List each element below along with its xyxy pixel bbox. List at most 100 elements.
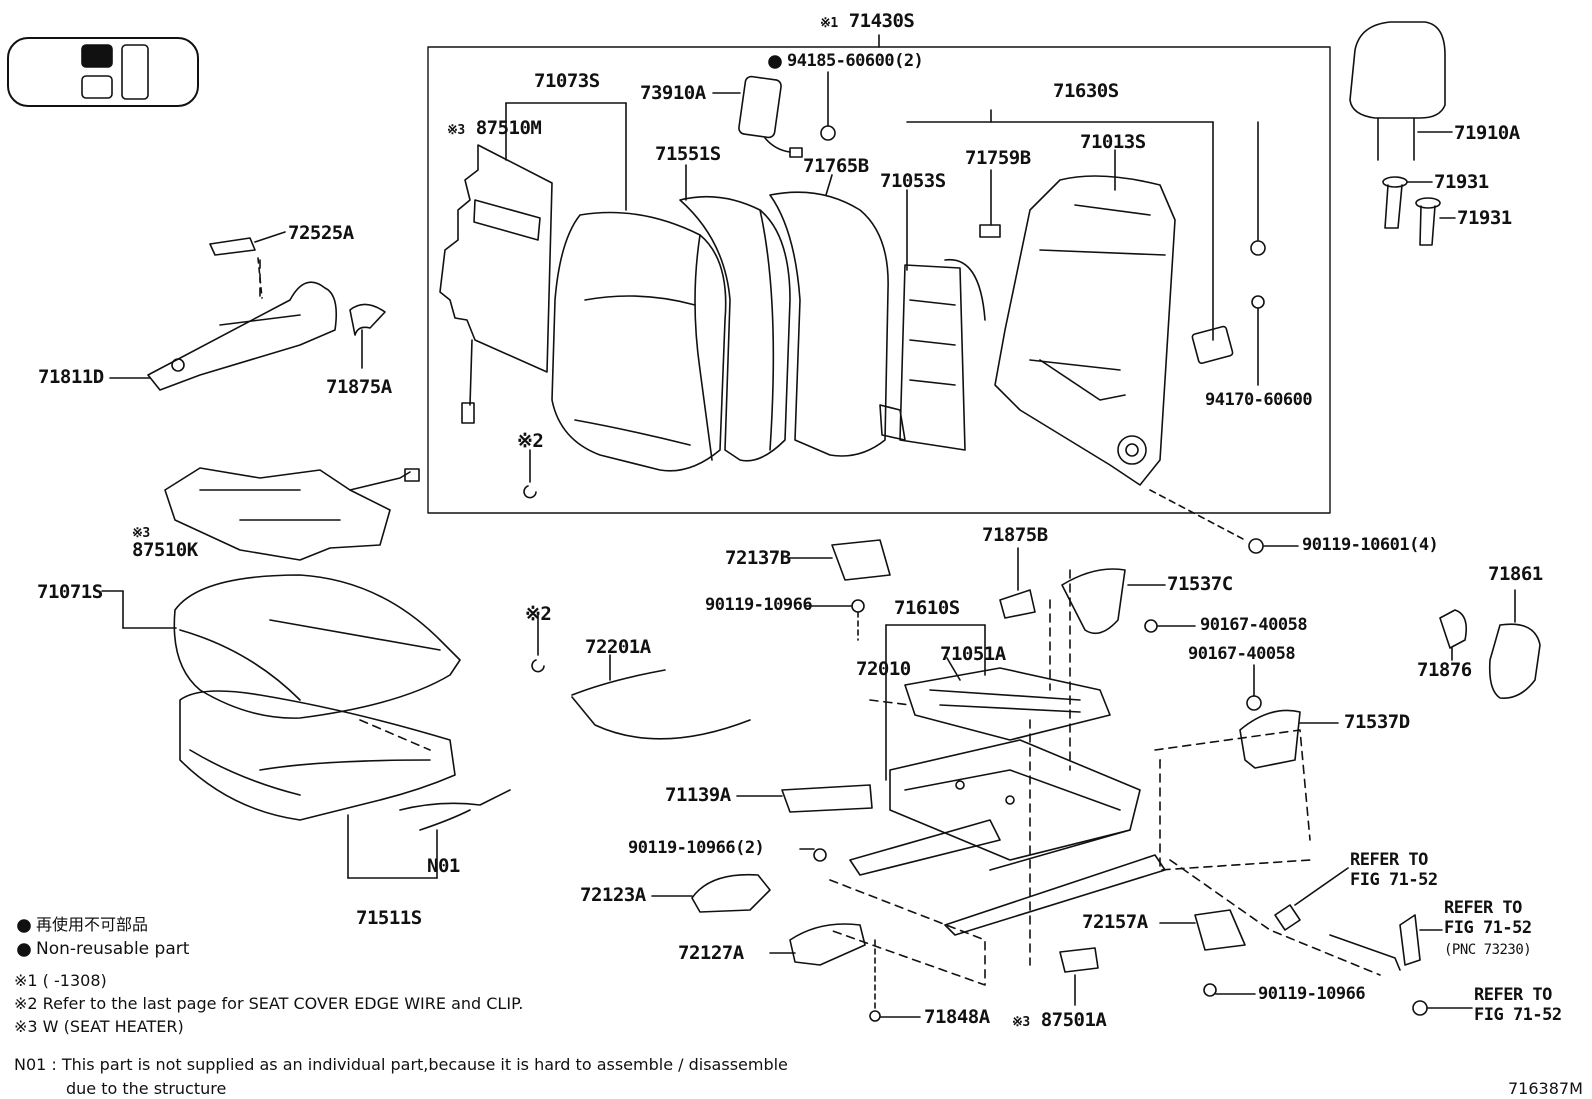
nut-90167-b: [1246, 695, 1262, 711]
side-airbag-module: [738, 75, 803, 158]
backrest-cover: [551, 211, 727, 472]
label-73910A: 73910A: [640, 82, 706, 104]
bolt-90119-10601: [1248, 538, 1264, 554]
nut-94185: [820, 125, 836, 141]
label-71875A: 71875A: [326, 376, 392, 398]
seat-shield-outer: [147, 281, 338, 391]
legend-note-2: ※2 Refer to the last page for SEAT COVER…: [14, 994, 524, 1013]
label-note2-a: ※2: [517, 430, 544, 452]
label-71051A: 71051A: [940, 643, 1006, 665]
backrest-heater-mat: [439, 144, 553, 424]
bolt-71848A: [869, 1010, 881, 1022]
legend-note-3: ※3 W (SEAT HEATER): [14, 1017, 184, 1036]
recliner-knob: [1488, 623, 1541, 699]
bolt-90119-10966-a: [851, 599, 865, 613]
label-94185-60600: 94185-60600(2): [787, 51, 924, 71]
backrest-frame: [994, 175, 1176, 486]
label-87510M: ※3 87510M: [447, 117, 542, 139]
label-72127A: 72127A: [678, 942, 744, 964]
label-71876: 71876: [1417, 659, 1472, 681]
label-71139A: 71139A: [665, 784, 731, 806]
bolt-90119-10966-b: [813, 848, 827, 862]
label-71430S: ※1 71430S: [820, 10, 915, 32]
label-N01: N01: [427, 855, 460, 877]
rail-cover-71139A: [781, 784, 873, 813]
label-72010: 72010: [856, 658, 911, 680]
seat-belt-buckle: [1329, 914, 1421, 971]
headrest: [1349, 21, 1446, 161]
label-71511S: 71511S: [356, 907, 422, 929]
label-71811D: 71811D: [38, 366, 104, 388]
backrest-pad: [679, 195, 791, 462]
cover-71537C: [1061, 568, 1126, 635]
clip-71759B: [979, 224, 1001, 238]
label-71537C: 71537C: [1167, 573, 1233, 595]
cover-72157A: [1194, 909, 1246, 951]
cushion-pad: [179, 690, 456, 821]
cover-72127A: [789, 923, 866, 966]
label-72137B: 72137B: [725, 547, 791, 569]
lever-knob: [209, 237, 256, 256]
label-90119-10966-2: 90119-10966(2): [628, 838, 765, 858]
label-90119-10966-c: 90119-10966: [1258, 984, 1366, 1004]
legend-note-1: ※1 ( -1308): [14, 971, 107, 990]
headrest-guide-1: [1382, 176, 1408, 229]
label-71759B: 71759B: [965, 147, 1031, 169]
label-note2-b: ※2: [525, 603, 552, 625]
label-71551S: 71551S: [655, 143, 721, 165]
label-71765B: 71765B: [803, 155, 869, 177]
clip-icon-1: [523, 485, 537, 499]
label-71537D: 71537D: [1344, 711, 1410, 733]
label-71013S: 71013S: [1080, 131, 1146, 153]
label-72525A: 72525A: [288, 222, 354, 244]
label-87501A: ※3 87501A: [1012, 1009, 1107, 1031]
label-72201A: 72201A: [585, 636, 651, 658]
label-71053S: 71053S: [880, 170, 946, 192]
nut-refer-3: [1412, 1000, 1428, 1016]
label-71630S: 71630S: [1053, 80, 1119, 102]
lumbar-support: [879, 258, 986, 451]
figure-number: 716387M: [1508, 1079, 1583, 1098]
label-90119-10601: 90119-10601(4): [1302, 535, 1439, 555]
label-90167-40058-a: 90167-40058: [1200, 615, 1308, 635]
legend-n01-line2: due to the structure: [66, 1079, 227, 1098]
label-94170-60600: 94170-60600: [1205, 390, 1313, 410]
bracket-72137B: [831, 539, 891, 581]
heater-wire-harness: [399, 789, 511, 831]
backrest-assembly-frame: [427, 46, 1331, 514]
cover-71876: [1439, 609, 1468, 649]
occupant-sensor-87501A: [1059, 947, 1099, 973]
legend-non-reusable-jp: 再使用不可部品: [36, 915, 149, 934]
spring-mat: [904, 667, 1111, 741]
backrest-rear-cover: [769, 191, 889, 457]
cover-71875B: [999, 589, 1036, 619]
label-71610S: 71610S: [894, 597, 960, 619]
headrest-guide-2: [1415, 197, 1441, 246]
seat-locator-icon: [7, 37, 199, 107]
label-71071S: 71071S: [37, 581, 103, 603]
label-72157A: 72157A: [1082, 911, 1148, 933]
clip-icon-2: [531, 659, 545, 673]
label-71861: 71861: [1488, 563, 1543, 585]
guide-lines: [259, 259, 1381, 986]
label-71073S: 71073S: [534, 70, 600, 92]
legend-n01-line1: N01 : This part is not supplied as an in…: [14, 1055, 788, 1074]
label-71931-a: 71931: [1434, 171, 1489, 193]
label-71875B: 71875B: [982, 524, 1048, 546]
clip-refer-1: [1274, 904, 1301, 931]
cushion-heater-mat: [164, 467, 420, 561]
label-90119-10966-a: 90119-10966: [705, 595, 813, 615]
label-71910A: 71910A: [1454, 122, 1520, 144]
label-90167-40058-b: 90167-40058: [1188, 644, 1296, 664]
cover-71537D: [1239, 709, 1301, 769]
legend-non-reusable-en: Non-reusable part: [36, 939, 190, 959]
label-72123A: 72123A: [580, 884, 646, 906]
bolt-90119-10966-c: [1203, 983, 1217, 997]
label-71848A: 71848A: [924, 1006, 990, 1028]
label-71931-b: 71931: [1457, 207, 1512, 229]
